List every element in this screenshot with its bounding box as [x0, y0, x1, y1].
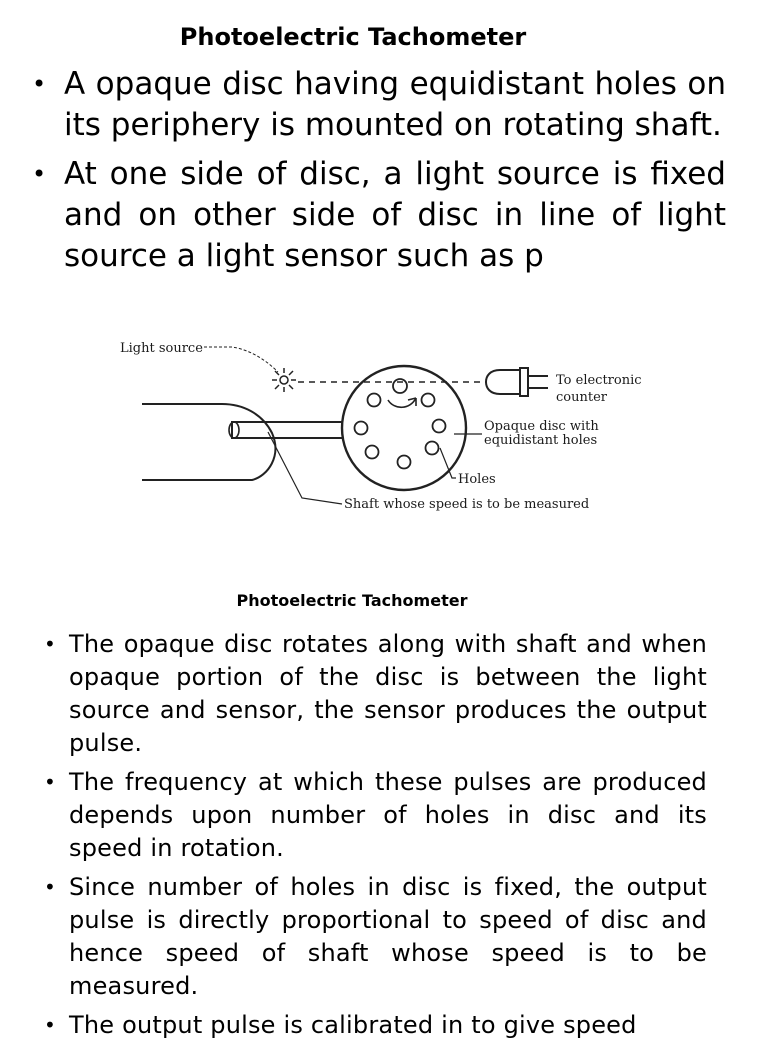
tachometer-diagram: Light source To electronic counter Opaqu… [72, 318, 698, 532]
shaft-leader [267, 431, 343, 505]
detail-bullet-item: • The output pulse is calibrated in to g… [0, 1009, 707, 1042]
opaque-disc [340, 364, 468, 492]
detail-bullet-item: • The opaque disc rotates along with sha… [0, 628, 707, 760]
intro-bullet-text: At one side of disc, a light source is f… [64, 156, 726, 274]
bullet-dot-icon: • [32, 160, 47, 188]
disc-hole [364, 444, 380, 460]
bullet-dot-icon: • [44, 632, 56, 656]
disc-holes [353, 378, 447, 470]
disc-hole [420, 392, 436, 408]
label-to-counter-2: counter [556, 390, 608, 405]
detail-bullet-list: • The opaque disc rotates along with sha… [0, 628, 768, 1048]
label-light-source: Light source [120, 341, 203, 356]
detail-bullet-text: The output pulse is calibrated in to giv… [69, 1011, 637, 1039]
intro-bullet-text: A opaque disc having equidistant holes o… [64, 66, 726, 143]
label-holes: Holes [458, 472, 496, 487]
tachometer-diagram-svg: Light source To electronic counter Opaqu… [120, 341, 642, 512]
detail-bullet-text: Since number of holes in disc is fixed, … [69, 873, 707, 1000]
disc-hole [396, 454, 412, 470]
bullet-dot-icon: • [44, 1013, 56, 1037]
disc-hole [353, 420, 369, 436]
bullet-dot-icon: • [44, 875, 56, 899]
bullet-dot-icon: • [32, 70, 47, 98]
rotation-arrow-head [407, 397, 417, 406]
holes-leader [439, 447, 456, 479]
light-source-leader [204, 346, 279, 373]
detail-bullet-text: The opaque disc rotates along with shaft… [69, 630, 707, 757]
light-sensor-icon [484, 367, 548, 397]
shaft-end [228, 421, 240, 439]
figure-caption: Photoelectric Tachometer [236, 591, 468, 610]
detail-bullet-text: The frequency at which these pulses are … [69, 768, 707, 862]
intro-bullet-list: • A opaque disc having equidistant holes… [0, 64, 768, 285]
intro-bullet-item: • At one side of disc, a light source is… [0, 154, 726, 277]
disc-hole [424, 440, 440, 456]
detail-bullet-item: • Since number of holes in disc is fixed… [0, 871, 707, 1003]
light-source-icon [272, 368, 296, 392]
rotation-arrow [387, 397, 417, 409]
shaft-housing [142, 403, 277, 481]
label-disc-2: equidistant holes [484, 433, 597, 448]
bullet-dot-icon: • [44, 770, 56, 794]
label-disc-1: Opaque disc with [484, 419, 599, 434]
disc-hole [431, 418, 447, 434]
label-shaft: Shaft whose speed is to be measured [344, 497, 589, 512]
page-title: Photoelectric Tachometer [179, 23, 527, 51]
intro-bullet-item: • A opaque disc having equidistant holes… [0, 64, 726, 146]
disc-hole [392, 378, 408, 394]
disc-hole [366, 392, 382, 408]
label-to-counter-1: To electronic [556, 373, 642, 388]
detail-bullet-item: • The frequency at which these pulses ar… [0, 766, 707, 865]
